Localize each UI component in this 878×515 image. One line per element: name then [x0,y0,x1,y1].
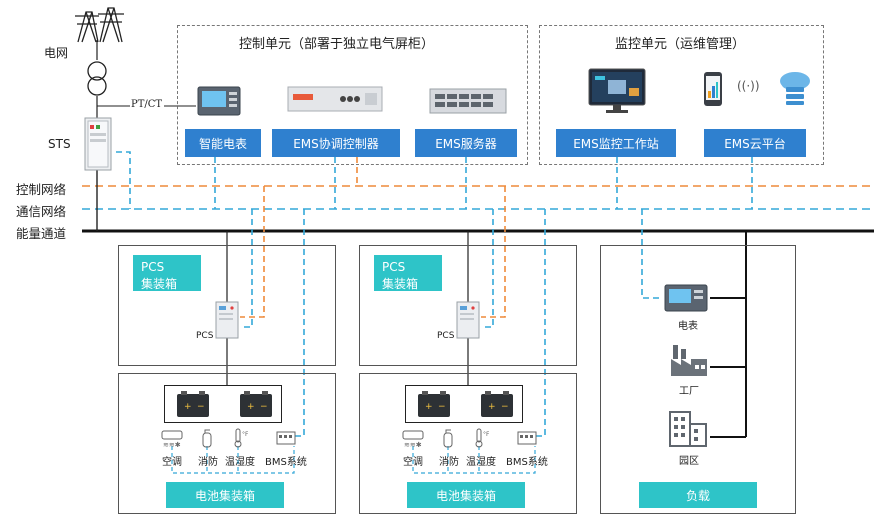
battery-item-fire: 消防 [439,457,459,468]
pcs-container-box-1 [118,245,336,366]
ems-controller-icon [287,86,383,112]
transmission-tower-icon [75,7,124,43]
thermometer-icon: °F [475,428,489,448]
thermometer-icon: °F [234,428,248,448]
svg-text:+: + [488,402,496,412]
ems-server-icon [429,88,507,114]
ems-server-label: EMS服务器 [415,129,517,157]
svg-text:−: − [501,402,509,412]
cloud-server-icon [780,72,810,105]
factory-label: 工厂 [679,386,699,397]
svg-text:−: − [260,402,268,412]
svg-text:≋≋✱: ≋≋✱ [163,441,181,448]
control-unit-box [177,25,528,165]
load-meter-icon [664,284,708,312]
battery-pack-icon: + − [240,391,272,417]
ems-workstation-label: EMS监控工作站 [556,129,676,157]
svg-text:−: − [438,402,446,412]
park-building-icon [669,411,707,447]
battery-container-box-2 [359,373,577,514]
air-conditioner-icon: ≋≋✱ [161,430,183,448]
svg-text:°F: °F [483,431,489,438]
battery-item-bms: BMS系统 [265,457,307,468]
grid-label: 电网 [44,46,69,60]
battery-item-temp: 温湿度 [466,457,496,468]
svg-text:+: + [184,402,192,412]
battery-pack-icon: + − [418,391,450,417]
monitor-unit-title: 监控单元（运维管理） [615,37,746,52]
sts-cabinet-icon [84,117,112,171]
monitor-unit-box [539,25,824,165]
svg-text:+: + [425,402,433,412]
battery-container-label-1: 电池集装箱 [166,482,284,508]
comm-network-label: 通信网络 [16,204,67,219]
pcs-device-label-1: PCS [196,331,214,341]
svg-text:°F: °F [242,431,248,438]
pcs-container-tag-1: PCS 集装箱 [133,255,201,291]
load-meter-label: 电表 [678,321,698,332]
fire-extinguisher-icon [202,429,212,448]
fire-extinguisher-icon [443,429,453,448]
battery-pack-icon: + − [177,391,209,417]
air-conditioner-icon: ≋≋✱ [402,430,424,448]
park-label: 园区 [679,456,699,467]
sts-label: STS [48,137,71,151]
load-box [600,245,796,514]
ems-cloud-label: EMS云平台 [704,129,806,157]
load-label: 负载 [639,482,757,508]
battery-item-temp: 温湿度 [225,457,255,468]
monitoring-workstation-icon [588,68,646,113]
mobile-phone-icon [704,72,722,106]
pcs-container-tag-2: PCS 集装箱 [374,255,442,291]
energy-channel-label: 能量通道 [16,226,67,241]
svg-text:≋≋✱: ≋≋✱ [404,441,422,448]
svg-text:−: − [197,402,205,412]
battery-container-label-2: 电池集装箱 [407,482,525,508]
smart-meter-label: 智能电表 [185,129,261,157]
battery-pack-icon: + − [481,391,513,417]
transformer-icon [87,61,107,96]
battery-rack-frame-1 [164,385,282,423]
pcs-container-box-2 [359,245,577,366]
battery-item-fire: 消防 [198,457,218,468]
factory-icon [671,345,707,376]
battery-item-ac: 空调 [162,457,182,468]
battery-item-ac: 空调 [403,457,423,468]
control-network-label: 控制网络 [16,182,67,197]
pcs-cabinet-icon [456,301,480,339]
pcs-device-label-2: PCS [437,331,455,341]
pt-ct-label: PT/CT [131,99,163,110]
battery-item-bms: BMS系统 [506,457,548,468]
pcs-cabinet-icon [215,301,239,339]
battery-rack-frame-2 [405,385,523,423]
bms-module-icon [517,431,537,445]
wireless-signal-icon: ((·)) [737,79,760,93]
smart-meter-icon [197,86,241,116]
bms-module-icon [276,431,296,445]
svg-text:+: + [247,402,255,412]
control-unit-title: 控制单元（部署于独立电气屏柜） [239,37,435,52]
ems-controller-label: EMS协调控制器 [272,129,400,157]
battery-container-box-1 [118,373,336,514]
